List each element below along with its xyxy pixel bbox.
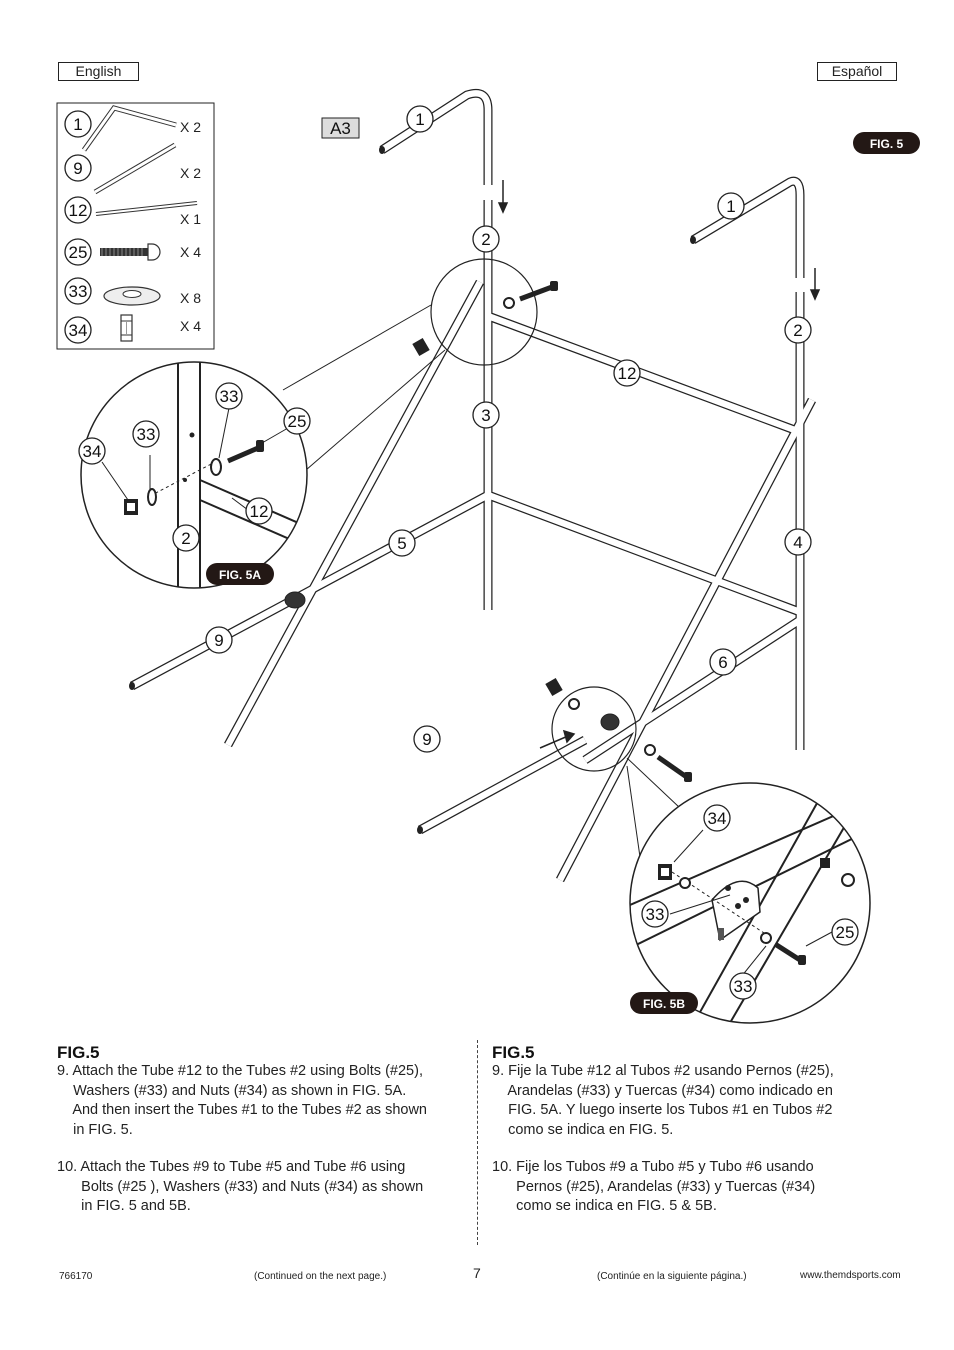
qty-part-25: X 4 — [180, 244, 201, 260]
fig5a-callout-2: 2 — [172, 524, 200, 552]
qty-part-9: X 2 — [180, 165, 201, 181]
fig5a-callout-34: 34 — [78, 437, 106, 465]
part-bolt-25-icon — [100, 243, 161, 261]
svg-text:12: 12 — [69, 201, 88, 220]
svg-text:A3: A3 — [330, 119, 351, 138]
step-reference-a3: A3 — [321, 117, 360, 139]
svg-text:FIG. 5: FIG. 5 — [870, 137, 904, 151]
part-number-12: 12 — [64, 196, 92, 224]
callout-5: 5 — [388, 529, 416, 557]
svg-text:4: 4 — [793, 533, 802, 552]
svg-text:5: 5 — [397, 534, 406, 553]
svg-text:9: 9 — [73, 159, 82, 178]
svg-text:12: 12 — [618, 364, 637, 383]
svg-text:3: 3 — [481, 406, 490, 425]
qty-part-33: X 8 — [180, 290, 201, 306]
fig-5b-badge: FIG. 5B — [630, 992, 698, 1014]
parts-quantities: X 2 X 2 X 1 X 4 X 8 X 4 — [180, 119, 201, 334]
svg-text:34: 34 — [69, 321, 88, 340]
callout-3: 3 — [472, 401, 500, 429]
svg-text:2: 2 — [181, 529, 190, 548]
continued-note-english: (Continued on the next page.) — [254, 1271, 387, 1282]
svg-text:1: 1 — [415, 110, 424, 129]
svg-text:9: 9 — [214, 631, 223, 650]
continued-note-spanish: (Continúe en la siguiente página.) — [597, 1271, 747, 1282]
callout-9-left: 9 — [205, 626, 233, 654]
part-nut-34-icon — [120, 314, 133, 342]
svg-text:33: 33 — [646, 905, 665, 924]
svg-text:33: 33 — [137, 425, 156, 444]
part-number-9: 9 — [64, 154, 92, 182]
callout-2-right: 2 — [784, 316, 812, 344]
fig5b-callout-33-left: 33 — [641, 900, 669, 928]
svg-text:33: 33 — [734, 977, 753, 996]
callout-4: 4 — [784, 528, 812, 556]
parts-box — [56, 102, 215, 350]
fig5b-callout-25: 25 — [831, 918, 859, 946]
fig5a-callout-33-top: 33 — [215, 382, 243, 410]
website-url: www.themdsports.com — [800, 1270, 901, 1281]
language-label-spanish: Español — [817, 62, 897, 81]
fig-5b-detail — [629, 782, 871, 1024]
fig-5-badge: FIG. 5 — [853, 132, 920, 154]
english-heading: FIG.5 — [57, 1043, 100, 1062]
assembly-diagram: 1 9 12 25 33 34 1 1 2 2 12 3 4 5 6 9 9 3… — [56, 88, 920, 1024]
qty-part-1: X 2 — [180, 119, 201, 135]
svg-text:25: 25 — [836, 923, 855, 942]
part-number-34: 34 — [64, 316, 92, 344]
callout-12: 12 — [613, 359, 641, 387]
fig-5a-badge: FIG. 5A — [206, 563, 274, 585]
english-step-9: 9. Attach the Tube #12 to the Tubes #2 u… — [57, 1063, 427, 1138]
part-number-1: 1 — [64, 110, 92, 138]
qty-part-34: X 4 — [180, 318, 201, 334]
svg-text:1: 1 — [726, 197, 735, 216]
svg-text:FIG. 5B: FIG. 5B — [643, 997, 685, 1011]
svg-text:6: 6 — [718, 653, 727, 672]
fig5b-callout-34: 34 — [703, 804, 731, 832]
spanish-step-9: 9. Fije la Tube #12 al Tubos #2 usando P… — [492, 1063, 834, 1138]
fig5a-callout-12: 12 — [245, 497, 273, 525]
svg-text:33: 33 — [220, 387, 239, 406]
column-divider — [477, 1040, 478, 1245]
language-label-english: English — [58, 62, 139, 81]
model-number: 766170 — [59, 1271, 93, 1282]
spanish-step-10: 10. Fije los Tubos #9 a Tubo #5 y Tubo #… — [492, 1159, 816, 1214]
callout-6: 6 — [709, 648, 737, 676]
svg-text:12: 12 — [250, 502, 269, 521]
svg-text:2: 2 — [793, 321, 802, 340]
svg-text:25: 25 — [288, 412, 307, 431]
callout-9-bottom: 9 — [413, 725, 441, 753]
spanish-heading: FIG.5 — [492, 1043, 535, 1062]
qty-part-12: X 1 — [180, 211, 201, 227]
svg-text:34: 34 — [83, 442, 102, 461]
svg-text:34: 34 — [708, 809, 727, 828]
frame-tubes — [129, 88, 821, 883]
part-washer-33-icon — [103, 286, 161, 306]
svg-text:9: 9 — [422, 730, 431, 749]
fig5a-callout-33-left: 33 — [132, 420, 160, 448]
callouts: 1 9 12 25 33 34 1 1 2 2 12 3 4 5 6 9 9 3… — [64, 105, 859, 1000]
fig5a-callout-25: 25 — [283, 407, 311, 435]
fig-5a-detail — [80, 361, 308, 589]
english-step-10: 10. Attach the Tubes #9 to Tube #5 and T… — [57, 1159, 424, 1214]
part-number-33: 33 — [64, 277, 92, 305]
svg-text:1: 1 — [73, 115, 82, 134]
part-number-25: 25 — [64, 238, 92, 266]
callout-1-right: 1 — [717, 192, 745, 220]
svg-text:2: 2 — [481, 230, 490, 249]
callout-1-left: 1 — [406, 105, 434, 133]
part-tube-9-icon — [93, 142, 177, 195]
fig5b-callout-33-bottom: 33 — [729, 972, 757, 1000]
part-tube-1-icon — [81, 105, 177, 152]
svg-text:25: 25 — [69, 243, 88, 262]
page-number: 7 — [473, 1265, 481, 1281]
callout-2-left: 2 — [472, 225, 500, 253]
part-tube-12-icon — [95, 201, 198, 216]
svg-text:33: 33 — [69, 282, 88, 301]
svg-text:FIG. 5A: FIG. 5A — [219, 568, 261, 582]
